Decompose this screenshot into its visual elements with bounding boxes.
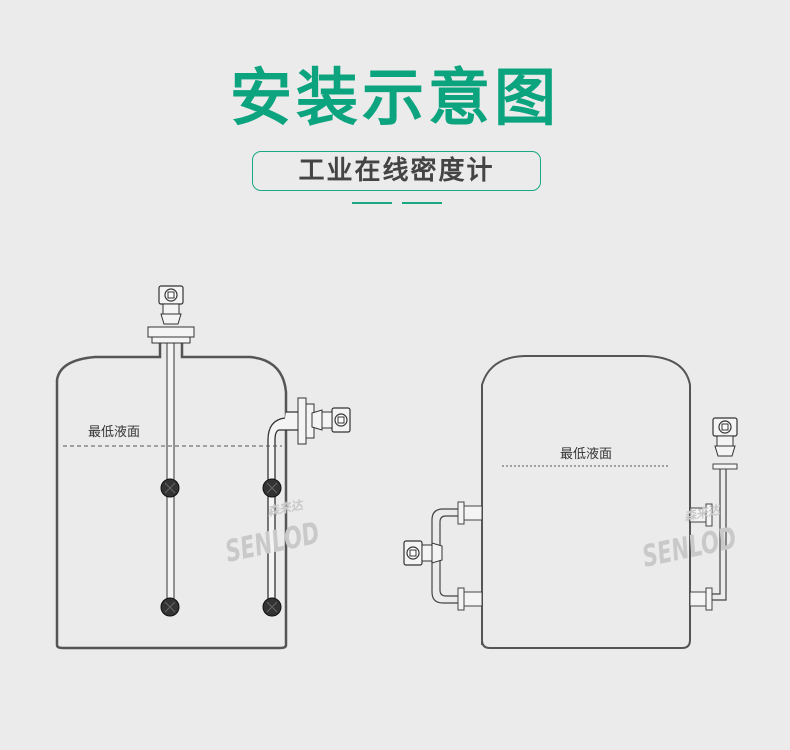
product-subtitle: 工业在线密度计 xyxy=(252,151,541,191)
ball-icon xyxy=(262,478,282,498)
ball-icon xyxy=(262,597,282,617)
min-level-label: 最低液面 xyxy=(88,425,140,440)
left-tank-diagram: 最低液面 SENLOD 森来达 xyxy=(55,285,351,650)
left-transmitter-icon xyxy=(403,540,443,566)
center-pipe xyxy=(166,342,175,608)
page-title: 安装示意图 xyxy=(229,61,560,134)
divider-right xyxy=(402,202,442,204)
top-transmitter-icon xyxy=(158,285,184,325)
ball-icon xyxy=(160,478,180,498)
right-transmitter-icon xyxy=(712,417,738,457)
min-level-label: 最低液面 xyxy=(560,447,612,462)
side-pipe xyxy=(267,411,301,608)
ball-icon xyxy=(160,597,180,617)
right-tank-diagram: 最低液面 SENLOD 森来达 xyxy=(403,355,740,649)
top-flange xyxy=(147,326,195,338)
tank-outline xyxy=(55,338,288,650)
side-transmitter-icon xyxy=(311,407,351,433)
divider-left xyxy=(352,202,392,204)
vertical-pipe xyxy=(712,468,727,601)
tank-outline xyxy=(481,355,691,649)
